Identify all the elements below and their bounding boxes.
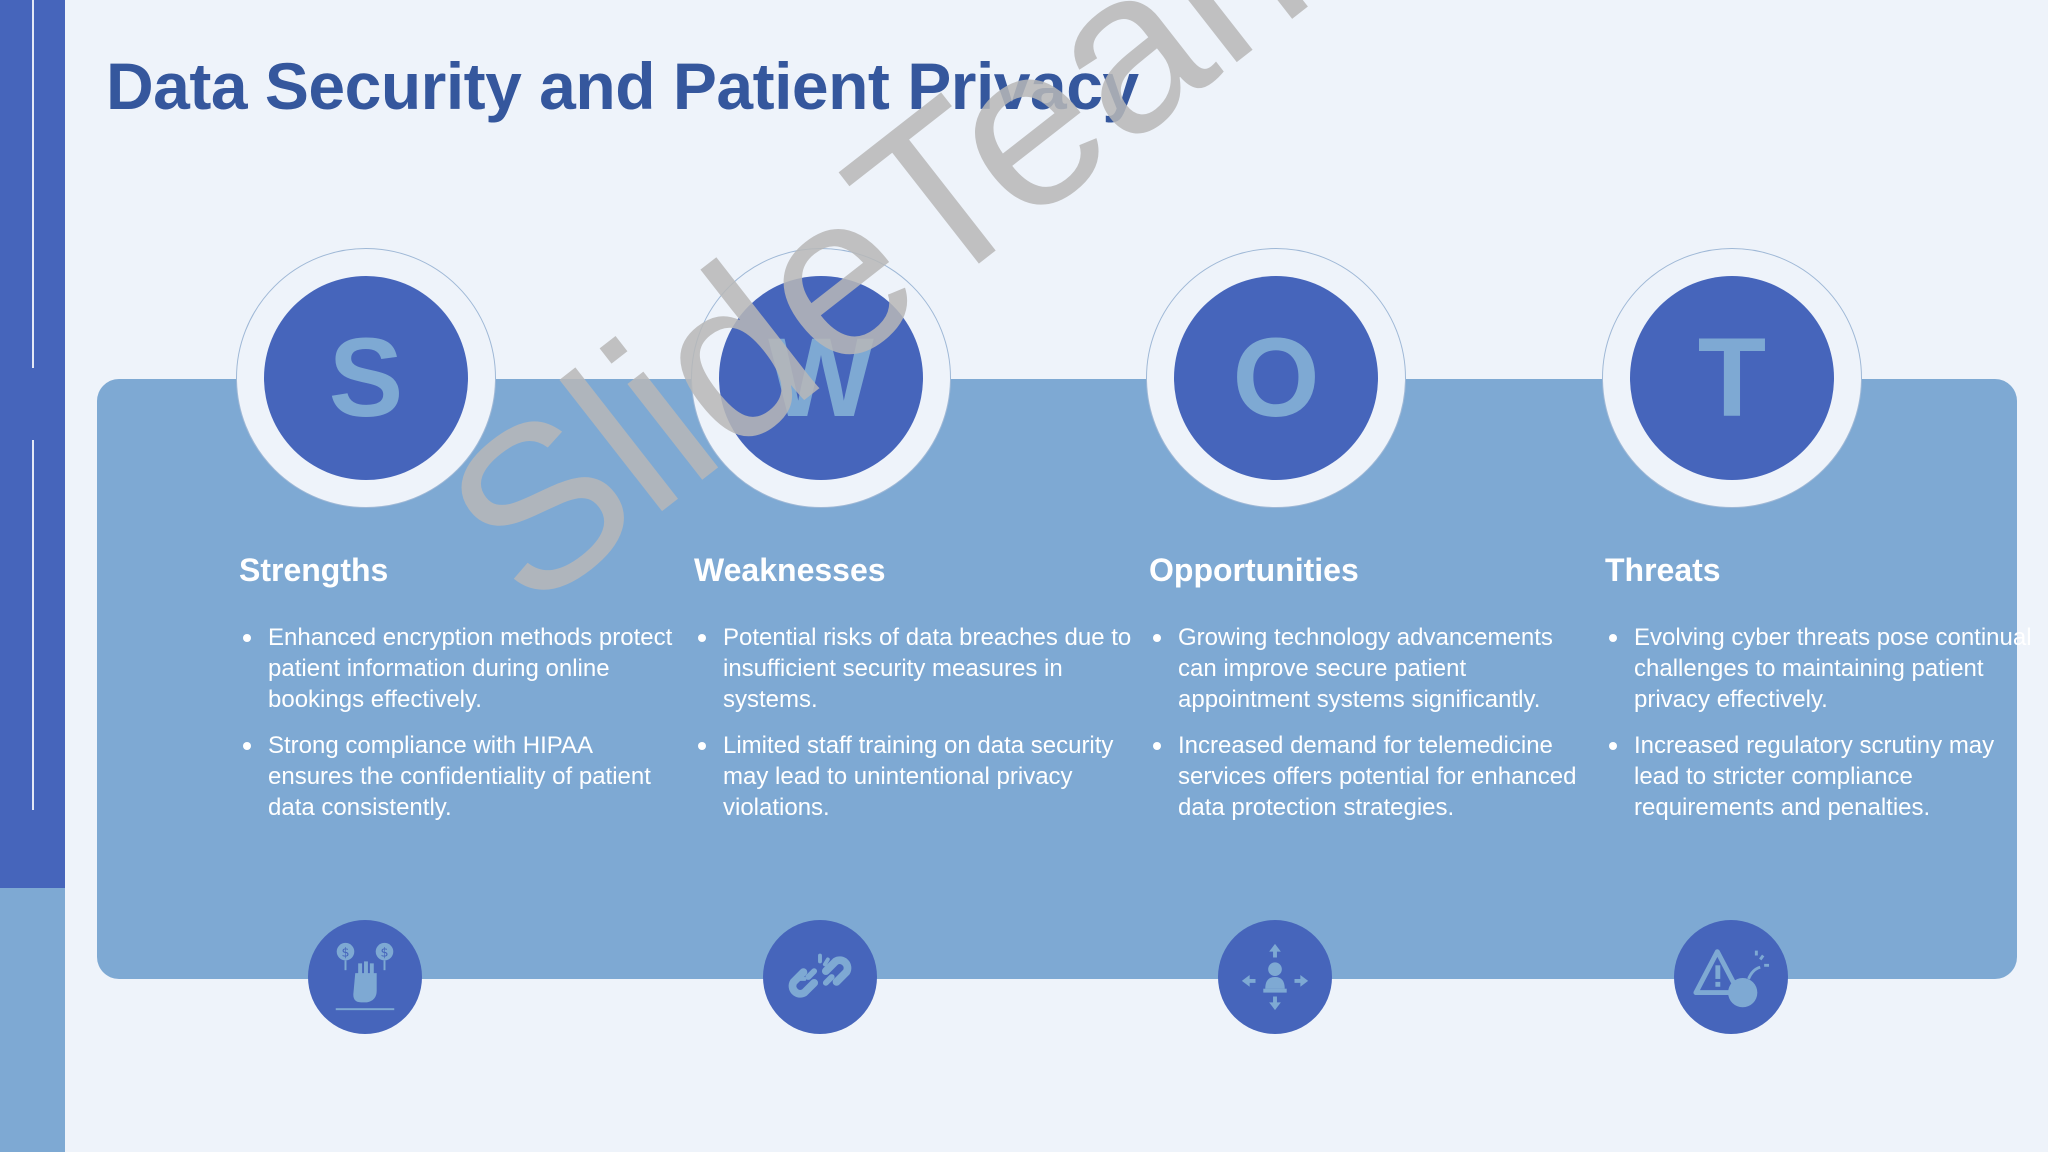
threats-bullets: Evolving cyber threats pose continual ch… bbox=[1605, 622, 2045, 838]
swot-column-weaknesses: W Weaknesses Potential risks of data bre… bbox=[691, 0, 1149, 1152]
bullet-item: Potential risks of data breaches due to … bbox=[694, 622, 1134, 715]
letter-badge: O bbox=[1146, 248, 1406, 508]
swot-column-opportunities: O Opportunities Growing technology advan… bbox=[1146, 0, 1604, 1152]
bullet-item: Increased demand for telemedicine servic… bbox=[1149, 730, 1589, 823]
left-accent-bar-lower bbox=[0, 888, 65, 1152]
swot-column-strengths: S Strengths Enhanced encryption methods … bbox=[236, 0, 694, 1152]
svg-text:$: $ bbox=[380, 945, 388, 960]
accent-line bbox=[32, 0, 34, 368]
strengths-bullets: Enhanced encryption methods protect pati… bbox=[239, 622, 679, 838]
hand-vote-coins-icon: $ $ bbox=[308, 920, 422, 1034]
svg-text:$: $ bbox=[341, 945, 349, 960]
letter-s: S bbox=[328, 315, 404, 440]
bullet-item: Strong compliance with HIPAA ensures the… bbox=[239, 730, 679, 823]
threats-heading: Threats bbox=[1605, 552, 1721, 588]
letter-badge: T bbox=[1602, 248, 1862, 508]
bullet-item: Increased regulatory scrutiny may lead t… bbox=[1605, 730, 2045, 823]
accent-line bbox=[32, 440, 34, 810]
strengths-heading: Strengths bbox=[239, 552, 389, 588]
slide-title: Data Security and Patient Privacy bbox=[106, 49, 1139, 123]
bullet-item: Enhanced encryption methods protect pati… bbox=[239, 622, 679, 715]
person-arrows-icon bbox=[1218, 920, 1332, 1034]
opportunities-bullets: Growing technology advancements can impr… bbox=[1149, 622, 1589, 838]
letter-badge: W bbox=[691, 248, 951, 508]
opportunities-heading: Opportunities bbox=[1149, 552, 1359, 588]
bullet-item: Limited staff training on data security … bbox=[694, 730, 1134, 823]
weaknesses-bullets: Potential risks of data breaches due to … bbox=[694, 622, 1134, 838]
swot-column-threats: T Threats Evolving cyber threats pose co… bbox=[1602, 0, 2048, 1152]
letter-w: W bbox=[768, 315, 874, 440]
letter-t: T bbox=[1697, 315, 1767, 440]
warning-bomb-icon bbox=[1674, 920, 1788, 1034]
weaknesses-heading: Weaknesses bbox=[694, 552, 886, 588]
letter-o: O bbox=[1232, 315, 1320, 440]
bullet-item: Growing technology advancements can impr… bbox=[1149, 622, 1589, 715]
letter-badge: S bbox=[236, 248, 496, 508]
broken-link-icon bbox=[763, 920, 877, 1034]
bullet-item: Evolving cyber threats pose continual ch… bbox=[1605, 622, 2045, 715]
